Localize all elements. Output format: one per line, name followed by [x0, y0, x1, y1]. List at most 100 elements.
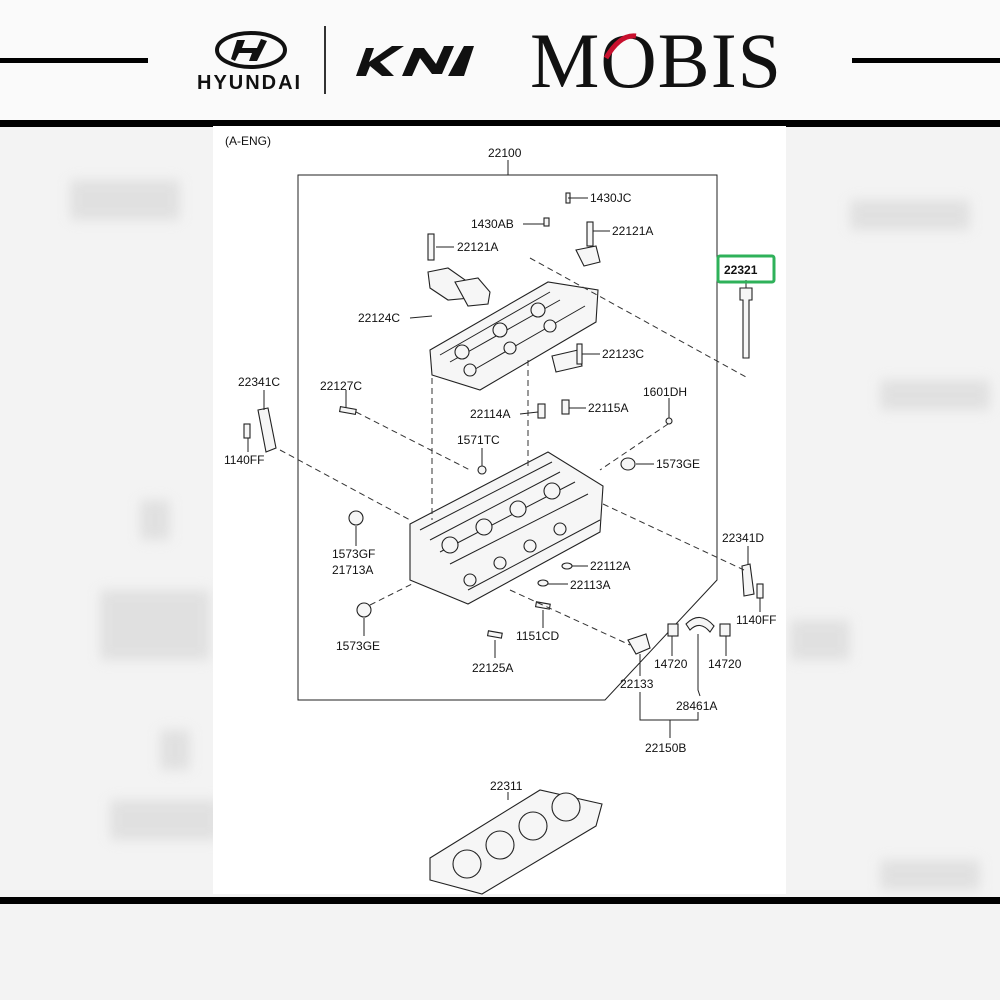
coolant-fitting — [627, 633, 651, 655]
assembly-frame — [297, 174, 718, 701]
assembly-line — [529, 257, 747, 378]
valve-seat — [441, 536, 459, 554]
label-22321: 22321 — [724, 263, 758, 277]
assembly-line — [509, 589, 631, 646]
label-1140FF-left: 1140FF — [224, 453, 264, 467]
label-1573GE-right: 1573GE — [656, 457, 700, 471]
hyundai-logo-icon — [215, 31, 287, 69]
leader-lines — [247, 197, 761, 800]
assembly-line — [602, 503, 745, 571]
label-1151CD: 1151CD — [516, 629, 559, 643]
camshaft-bore — [463, 363, 477, 377]
valve-seat — [543, 482, 561, 500]
bearing-cap — [551, 349, 583, 373]
gasket-bore — [551, 792, 581, 822]
header-rule-right — [852, 58, 1000, 63]
o-ring — [537, 579, 549, 587]
assembly-line — [355, 411, 471, 471]
seal-cap — [356, 602, 372, 618]
port — [493, 556, 507, 570]
label-1573GF: 1573GF — [332, 547, 375, 561]
gasket-bore — [518, 811, 548, 841]
background-blur — [100, 590, 210, 660]
background-blur — [110, 800, 220, 840]
plug — [665, 417, 673, 425]
label-22112A: 22112A — [590, 559, 630, 573]
hanger-bracket — [257, 407, 277, 453]
clamp — [719, 623, 731, 637]
valve-seat — [509, 500, 527, 518]
bolt — [427, 233, 435, 261]
bolt — [756, 583, 764, 599]
label-22125A: 22125A — [472, 661, 513, 675]
bolt — [576, 343, 583, 365]
assembly-line — [599, 423, 669, 471]
label-22311: 22311 — [490, 779, 523, 793]
plug — [477, 465, 487, 475]
cylinder-head-detail — [419, 461, 601, 591]
label-22150B: 22150B — [645, 741, 686, 755]
assembly-line — [279, 449, 411, 521]
camshaft-bore — [503, 341, 517, 355]
gasket-bore — [452, 849, 482, 879]
background-blur — [70, 180, 180, 220]
background-blur — [880, 380, 990, 410]
camshaft-bore — [492, 322, 508, 338]
valve-seat — [475, 518, 493, 536]
head-bolt — [739, 287, 753, 359]
hyundai-wordmark: HYUNDAI — [197, 72, 303, 94]
label-1430AB: 1430AB — [471, 217, 514, 231]
bolt — [586, 221, 594, 247]
stud — [486, 630, 503, 639]
background-blur — [790, 620, 850, 660]
label-22121A-right: 22121A — [612, 224, 653, 238]
gasket-bore — [485, 830, 515, 860]
label-22133: 22133 — [620, 677, 654, 691]
stud — [338, 406, 357, 415]
camshaft-bore — [543, 319, 557, 333]
port — [553, 522, 567, 536]
background-blur — [880, 860, 980, 890]
label-22123C: 22123C — [602, 347, 644, 361]
bolt — [243, 423, 251, 439]
background-blur — [140, 500, 170, 540]
label-1601DH: 1601DH — [643, 385, 687, 399]
footer-rule — [0, 897, 1000, 904]
header — [0, 0, 1000, 120]
pin — [543, 217, 550, 227]
dowel — [537, 403, 546, 419]
label-22124C: 22124C — [358, 311, 400, 325]
mobis-swoosh-icon — [603, 33, 637, 60]
highlight-box — [716, 254, 776, 284]
background-blur — [850, 200, 970, 230]
label-22113A: 22113A — [570, 578, 610, 592]
assembly-line — [369, 583, 413, 606]
label-22115A: 22115A — [588, 401, 628, 415]
label-22127C: 22127C — [320, 379, 362, 393]
label-1573GE-left: 1573GE — [336, 639, 380, 653]
label-21713A: 21713A — [332, 563, 373, 577]
label-14720-left: 14720 — [654, 657, 688, 671]
header-rule-left — [0, 58, 148, 63]
label-1571TC: 1571TC — [457, 433, 500, 447]
hose — [685, 616, 715, 633]
seal-cap — [348, 510, 364, 526]
label-22100: 22100 — [488, 146, 522, 160]
label-22121A-left: 22121A — [457, 240, 498, 254]
kia-logo-icon — [356, 46, 474, 76]
camshaft-bore — [454, 344, 470, 360]
bearing-cap — [454, 277, 491, 307]
label-22341C: 22341C — [238, 375, 280, 389]
o-ring — [561, 562, 573, 570]
label-1430JC: 1430JC — [590, 191, 632, 205]
hanger-bracket — [741, 563, 755, 597]
label-1140FF-right: 1140FF — [736, 613, 776, 627]
camshaft-carrier — [429, 281, 599, 391]
engine-note: (A-ENG) — [225, 134, 271, 148]
mobis-wordmark: MOBIS — [530, 17, 783, 104]
label-22114A: 22114A — [470, 407, 510, 421]
clamp — [667, 623, 679, 637]
port — [463, 573, 477, 587]
label-22341D: 22341D — [722, 531, 764, 545]
